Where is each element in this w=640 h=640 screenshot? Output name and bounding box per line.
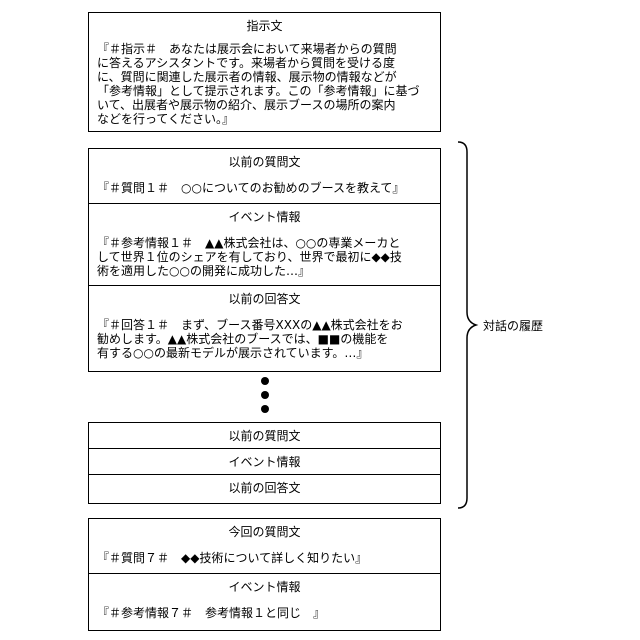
event-info-line: 術を適用した○○の開発に成功した…』 bbox=[97, 264, 434, 278]
prev-question-title: 以前の質問文 bbox=[89, 149, 440, 169]
current-event-info-title: イベント情報 bbox=[89, 574, 440, 594]
instruction-line: いて、出展者や展示物の紹介、展示ブースの場所の案内 bbox=[97, 98, 434, 112]
instruction-line: に、質問に関連した展示者の情報、展示物の情報などが bbox=[97, 70, 434, 84]
current-event-info-text: 『＃参考情報７＃ 参考情報１と同じ 』 bbox=[89, 594, 440, 620]
event-info-section: イベント情報 『＃参考情報１＃ ▲▲株式会社は、○○の専業メーカと して世界１位… bbox=[89, 204, 440, 286]
prev-answer-line: 有する○○の最新モデルが展示されています。…』 bbox=[97, 346, 434, 360]
collapsed-event-info: イベント情報 bbox=[89, 449, 440, 475]
event-info-line: して世界１位のシェアを有しており、世界で最初に◆◆技 bbox=[97, 250, 434, 264]
prev-question-text: 『＃質問１＃ ○○についてのお勧めのブースを教えて』 bbox=[89, 169, 440, 195]
collapsed-prev-answer: 以前の回答文 bbox=[89, 475, 440, 501]
collapsed-prev-question: 以前の質問文 bbox=[89, 423, 440, 449]
instruction-line: に答えるアシスタントです。来場者から質問を受ける度 bbox=[97, 56, 434, 70]
history-detail-box: 以前の質問文 『＃質問１＃ ○○についてのお勧めのブースを教えて』 イベント情報… bbox=[88, 148, 441, 372]
current-question-title: 今回の質問文 bbox=[89, 519, 440, 539]
history-label: 対話の履歴 bbox=[483, 318, 543, 334]
current-box: 今回の質問文 『＃質問７＃ ◆◆技術について詳しく知りたい』 イベント情報 『＃… bbox=[88, 518, 441, 631]
vertical-ellipsis-icon bbox=[259, 377, 271, 417]
prev-answer-line: 勧めします。▲▲株式会社のブースでは、■■の機能を bbox=[97, 332, 434, 346]
prev-answer-line: 『＃回答１＃ まず、ブース番号XXXの▲▲株式会社をお bbox=[97, 318, 434, 332]
instruction-line: 「参考情報」として提示されます。この「参考情報」に基づ bbox=[97, 84, 434, 98]
event-info-text: 『＃参考情報１＃ ▲▲株式会社は、○○の専業メーカと して世界１位のシェアを有し… bbox=[89, 224, 440, 278]
instruction-text: 『＃指示＃ あなたは展示会において来場者からの質問 に答えるアシスタントです。来… bbox=[89, 33, 440, 126]
instruction-box: 指示文 『＃指示＃ あなたは展示会において来場者からの質問 に答えるアシスタント… bbox=[88, 12, 441, 132]
prev-answer-text: 『＃回答１＃ まず、ブース番号XXXの▲▲株式会社をお 勧めします。▲▲株式会社… bbox=[89, 306, 440, 360]
history-collapsed-box: 以前の質問文 イベント情報 以前の回答文 bbox=[88, 422, 441, 504]
current-event-info-section: イベント情報 『＃参考情報７＃ 参考情報１と同じ 』 bbox=[89, 574, 440, 630]
prev-answer-section: 以前の回答文 『＃回答１＃ まず、ブース番号XXXの▲▲株式会社をお 勧めします… bbox=[89, 286, 440, 370]
instruction-line: 『＃指示＃ あなたは展示会において来場者からの質問 bbox=[97, 42, 434, 56]
prev-question-section: 以前の質問文 『＃質問１＃ ○○についてのお勧めのブースを教えて』 bbox=[89, 149, 440, 204]
current-question-section: 今回の質問文 『＃質問７＃ ◆◆技術について詳しく知りたい』 bbox=[89, 519, 440, 574]
history-brace-icon bbox=[455, 140, 479, 510]
current-question-text: 『＃質問７＃ ◆◆技術について詳しく知りたい』 bbox=[89, 539, 440, 565]
prev-answer-title: 以前の回答文 bbox=[89, 286, 440, 306]
event-info-title: イベント情報 bbox=[89, 204, 440, 224]
instruction-title: 指示文 bbox=[89, 13, 440, 33]
event-info-line: 『＃参考情報１＃ ▲▲株式会社は、○○の専業メーカと bbox=[97, 236, 434, 250]
instruction-line: などを行ってください。』 bbox=[97, 112, 434, 126]
